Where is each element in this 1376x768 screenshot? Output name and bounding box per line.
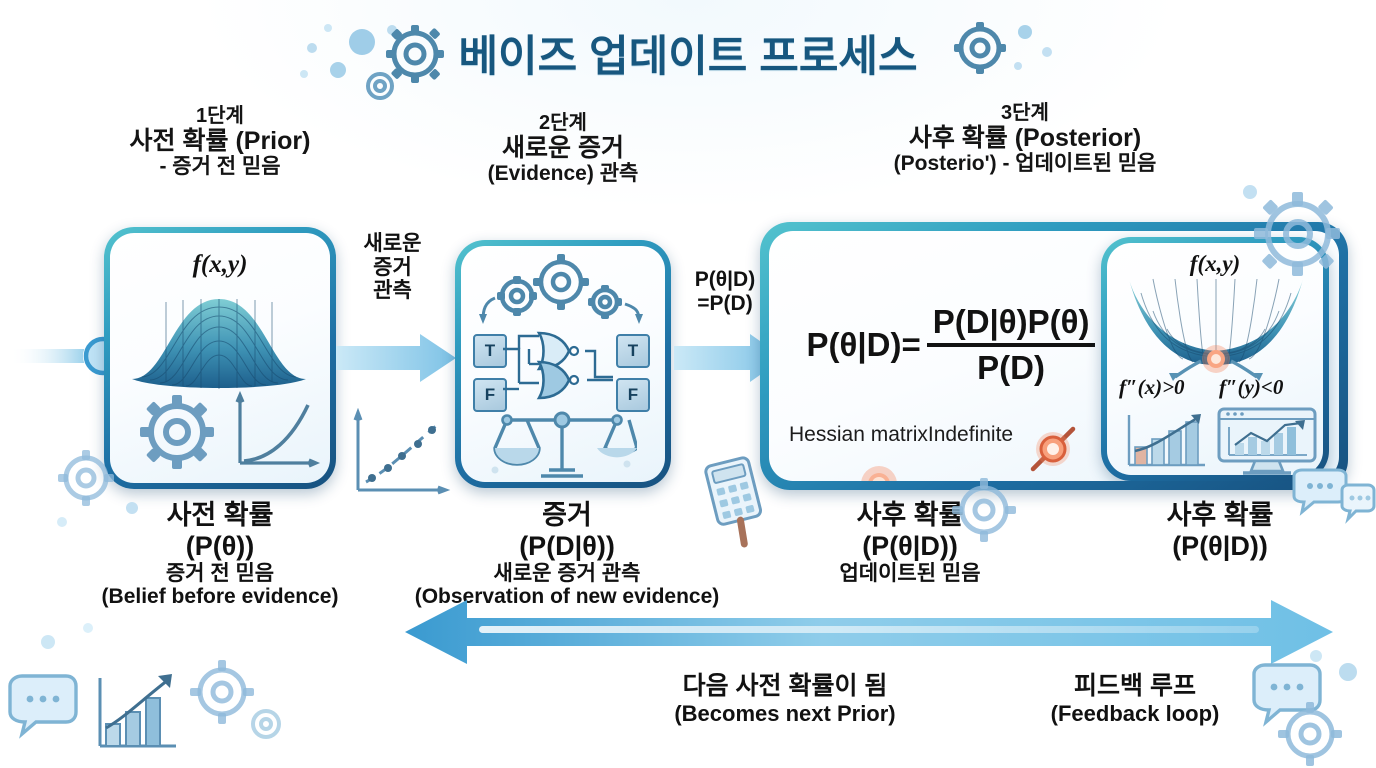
truth-box-false-left: F bbox=[473, 378, 507, 412]
panel-posterior-inset[interactable]: f(x,y) bbox=[1101, 237, 1329, 481]
panel-evidence-caption: 증거 (P(D|θ)) 새로운 증거 관측 (Observation of ne… bbox=[372, 500, 762, 609]
hessian-note: Hessian matrixIndefinite bbox=[789, 423, 1014, 446]
critical-point-marker-1 bbox=[861, 466, 897, 481]
bayes-formula-lhs: P(θ|D)= bbox=[806, 326, 921, 363]
feedback-next-prior-label: 다음 사전 확률이 됨 (Becomes next Prior) bbox=[625, 672, 945, 726]
prior-caption-en: (Belief before evidence) bbox=[101, 585, 339, 609]
arrow-2-label-line1: P(θ|D) bbox=[694, 268, 756, 291]
step-1-header: 1단계 사전 확률 (Prior) - 증거 전 믿음 bbox=[95, 105, 345, 179]
decoration-bottom-right bbox=[1252, 650, 1357, 766]
truth-label-false-left: F bbox=[484, 385, 496, 404]
page-title: 베이즈 업데이트 프로세스 bbox=[458, 33, 918, 81]
second-derivative-y-label: f″(y)<0 bbox=[1219, 375, 1284, 399]
step-3-header: 3단계 사후 확률 (Posterior) (Posterio') - 업데이트… bbox=[790, 102, 1260, 176]
decoration-left-mid bbox=[57, 450, 138, 527]
bayes-formula: P(θ|D)= P(D|θ)P(θ) P(D) bbox=[791, 303, 1111, 387]
bayes-formula-numerator: P(D|θ)P(θ) bbox=[932, 303, 1090, 340]
evidence-caption-en: (Observation of new evidence) bbox=[414, 585, 720, 609]
decoration-top-right-gear bbox=[1243, 185, 1340, 276]
panel-posterior-inset-inner: f(x,y) bbox=[1107, 243, 1323, 475]
monitor-dashboard-icon bbox=[1217, 407, 1317, 475]
arrow-2-label-line2: =P(D) bbox=[697, 291, 753, 315]
step-2-header-line3: (Evidence) 관측 bbox=[487, 162, 639, 186]
truth-box-true-right: T bbox=[616, 334, 650, 368]
arrow-evidence-to-posterior bbox=[674, 334, 784, 382]
truth-label-true-left: T bbox=[484, 341, 496, 360]
arrow-1-label-line3: 관측 bbox=[373, 279, 412, 303]
panel-posterior-caption: 사후 확률 (P(θ|D)) 업데이트된 믿음 bbox=[760, 500, 1060, 585]
feedback-next-prior-en: (Becomes next Prior) bbox=[674, 700, 896, 726]
step-3-header-line1: 3단계 bbox=[1001, 102, 1049, 124]
chat-bubble-icon bbox=[1292, 468, 1376, 524]
step-2-header-line1: 2단계 bbox=[539, 112, 587, 134]
prior-function-label: f(x,y) bbox=[192, 251, 248, 278]
posterior-function-label: f(x,y) bbox=[1189, 251, 1241, 276]
panel-prior[interactable]: f(x,y) bbox=[104, 227, 336, 489]
panel-prior-caption: 사전 확률 (P(θ)) 증거 전 믿음 (Belief before evid… bbox=[60, 500, 380, 609]
bayes-formula-fraction: P(D|θ)P(θ) P(D) bbox=[926, 303, 1096, 387]
second-derivative-x-label: f″(x)>0 bbox=[1119, 375, 1185, 399]
feedback-loop-label: 피드백 루프 (Feedback loop) bbox=[1000, 672, 1270, 726]
evidence-caption-symbol: (P(D|θ)) bbox=[519, 530, 615, 561]
prior-caption-sub: 증거 전 믿음 bbox=[165, 561, 275, 585]
paraboloid-surface-icon bbox=[1129, 278, 1303, 381]
arrow-2-label: P(θ|D) =P(D) bbox=[665, 268, 785, 315]
posterior-caption-symbol: (P(θ|D)) bbox=[862, 530, 958, 561]
critical-point-marker-2 bbox=[1030, 426, 1076, 472]
panel-prior-inner: f(x,y) bbox=[110, 233, 330, 483]
posterior-caption-ko: 사후 확률 bbox=[856, 500, 964, 530]
step-1-header-line2: 사전 확률 (Prior) bbox=[129, 127, 311, 156]
arrow-1-label-line1: 새로운 bbox=[363, 232, 422, 255]
panel-posterior-inset-caption: 사후 확률 (P(θ|D)) bbox=[1080, 500, 1360, 562]
feedback-loop-en: (Feedback loop) bbox=[1050, 700, 1220, 726]
gaussian-surface-icon bbox=[132, 298, 306, 389]
feedback-loop-arrow bbox=[405, 600, 1333, 664]
evidence-caption-ko: 증거 bbox=[542, 500, 592, 530]
feedback-next-prior-ko: 다음 사전 확률이 됨 bbox=[682, 672, 888, 700]
step-2-header-line2: 새로운 증거 bbox=[502, 134, 624, 163]
decoration-scatter-plot bbox=[353, 408, 451, 495]
logic-gate-icon bbox=[503, 331, 613, 400]
growth-curve-icon bbox=[235, 391, 321, 468]
balance-scale-icon bbox=[491, 411, 637, 478]
arrow-1-label: 새로운 증거 관측 bbox=[330, 232, 455, 303]
posterior-inset-caption-ko: 사후 확률 bbox=[1166, 500, 1274, 530]
gear-icon bbox=[140, 395, 214, 469]
step-1-header-line1: 1단계 bbox=[196, 105, 244, 127]
step-1-header-line3: - 증거 전 믿음 bbox=[159, 155, 281, 179]
title-decoration bbox=[300, 22, 1052, 100]
arrow-prior-to-evidence bbox=[336, 334, 456, 382]
truth-label-false-right: F bbox=[627, 385, 639, 404]
arrow-1-label-line2: 증거 bbox=[373, 255, 412, 279]
step-3-header-line3: (Posterio') - 업데이트된 믿음 bbox=[893, 152, 1157, 176]
evidence-caption-sub: 새로운 증거 관측 bbox=[493, 561, 641, 585]
panel-evidence[interactable]: T F T F bbox=[455, 240, 671, 488]
prior-caption-symbol: (P(θ)) bbox=[185, 530, 255, 561]
bar-chart-trend-icon bbox=[1127, 414, 1205, 467]
truth-box-false-right: F bbox=[616, 378, 650, 412]
calculator-icon bbox=[704, 456, 763, 548]
truth-box-true-left: T bbox=[473, 334, 507, 368]
gear-cluster-icon bbox=[479, 254, 643, 324]
decoration-gear-lower-mid bbox=[952, 478, 1016, 542]
bayes-formula-denominator: P(D) bbox=[926, 343, 1096, 387]
truth-label-true-right: T bbox=[627, 341, 639, 360]
step-3-header-line2: 사후 확률 (Posterior) bbox=[908, 124, 1142, 153]
step-2-header: 2단계 새로운 증거 (Evidence) 관측 bbox=[428, 112, 698, 186]
prior-caption-ko: 사전 확률 bbox=[166, 500, 274, 530]
decoration-bottom-left bbox=[8, 623, 281, 748]
panel-evidence-inner: T F T F bbox=[461, 246, 665, 482]
panel-posterior[interactable]: P(θ|D)= P(D|θ)P(θ) P(D) Hessian matrixIn… bbox=[760, 222, 1348, 490]
panel-posterior-inner: P(θ|D)= P(D|θ)P(θ) P(D) Hessian matrixIn… bbox=[769, 231, 1339, 481]
feedback-loop-ko: 피드백 루프 bbox=[1074, 672, 1196, 700]
posterior-inset-caption-symbol: (P(θ|D)) bbox=[1172, 530, 1268, 561]
posterior-caption-sub: 업데이트된 믿음 bbox=[839, 561, 981, 585]
